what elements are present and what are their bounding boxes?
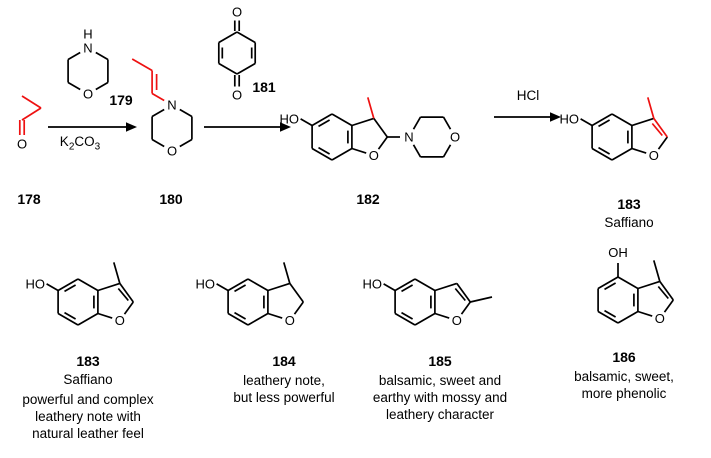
oxygen-label: O	[17, 137, 27, 152]
arrowhead-icon	[280, 122, 291, 132]
product-description-line: balsamic, sweet,	[574, 369, 674, 384]
oxygen-label: O	[452, 313, 462, 328]
oxygen-label: O	[83, 87, 93, 102]
structure-183-product: HO O	[26, 262, 134, 328]
reaction-arrow-2	[204, 122, 291, 132]
structure-185-product: HO O	[363, 276, 493, 328]
compound-label-181: 181	[252, 79, 276, 95]
nitrogen-label: N	[83, 41, 92, 56]
hydrogen-label: H	[83, 27, 92, 42]
hydroxy-label: HO	[560, 111, 580, 126]
compound-label-179: 179	[109, 92, 133, 108]
oxygen-label: O	[115, 313, 125, 328]
oxygen-label: O	[232, 88, 242, 103]
oxygen-label: O	[655, 311, 665, 326]
reaction-arrow-3	[494, 112, 561, 122]
oxygen-label: O	[167, 144, 177, 159]
compound-label-183: 183	[76, 353, 100, 369]
product-description-line: natural leather feel	[32, 426, 144, 441]
nitrogen-label: N	[404, 130, 413, 145]
reagent-base-sub: 2	[68, 141, 75, 153]
product-description-line: leathery note with	[35, 409, 141, 424]
arrowhead-icon	[126, 122, 137, 132]
compound-label-186: 186	[612, 349, 636, 365]
structure-178-propanal: O	[17, 95, 42, 152]
product-description-line: earthy with mossy and	[372, 390, 508, 405]
reagent-base-text: K	[59, 134, 69, 149]
structure-183-saffiano-scheme: HO O	[560, 97, 668, 163]
nitrogen-label: N	[167, 98, 176, 113]
reagent-base-sub: 3	[94, 141, 101, 153]
structure-184-product: HO O	[196, 262, 304, 328]
reaction-arrow-1	[48, 122, 137, 132]
compound-label-184: 184	[272, 353, 296, 369]
oxygen-label: O	[450, 130, 460, 145]
product-description-line: but less powerful	[233, 390, 335, 405]
product-description-line: leathery character	[385, 407, 495, 422]
reagent-acid: HCl	[516, 88, 540, 103]
compound-label-183-scheme: 183	[617, 196, 641, 212]
compound-label-178: 178	[17, 191, 41, 207]
reagent-base: K2CO3	[60, 134, 100, 153]
product-description-line: balsamic, sweet and	[378, 373, 502, 388]
hydroxy-label: HO	[280, 111, 300, 126]
product-description-line: leathery note,	[243, 373, 325, 388]
oxygen-label: O	[369, 148, 379, 163]
compound-name-saffiano: Saffiano	[63, 372, 113, 387]
highlighted-bonds-180	[131, 58, 165, 102]
structure-186-product: OH O	[597, 245, 674, 326]
arrowhead-icon	[550, 112, 561, 122]
hydroxy-label: HO	[363, 276, 383, 291]
highlighted-bonds-178	[18, 95, 42, 135]
compound-label-185: 185	[428, 353, 452, 369]
highlighted-bonds-183	[646, 97, 668, 138]
oxygen-label: O	[232, 5, 242, 20]
hydroxy-label: OH	[608, 245, 628, 260]
product-description-line: powerful and complex	[22, 392, 154, 407]
hydroxy-label: HO	[26, 276, 46, 291]
oxygen-label: O	[285, 313, 295, 328]
compound-name-saffiano-scheme: Saffiano	[604, 215, 654, 230]
reagent-base-text: CO	[74, 134, 95, 149]
product-description-line: more phenolic	[581, 386, 667, 401]
oxygen-label: O	[649, 148, 659, 163]
structure-179-morpholine: H N O	[67, 27, 109, 102]
structure-182-adduct: HO O N O	[280, 97, 460, 163]
structure-180-enamine: N O	[131, 58, 193, 159]
compound-label-182: 182	[356, 191, 380, 207]
hydroxy-label: HO	[196, 276, 216, 291]
compound-label-180: 180	[159, 191, 183, 207]
highlighted-bonds-182	[366, 97, 375, 119]
structure-181-benzoquinone: O O	[217, 5, 257, 103]
